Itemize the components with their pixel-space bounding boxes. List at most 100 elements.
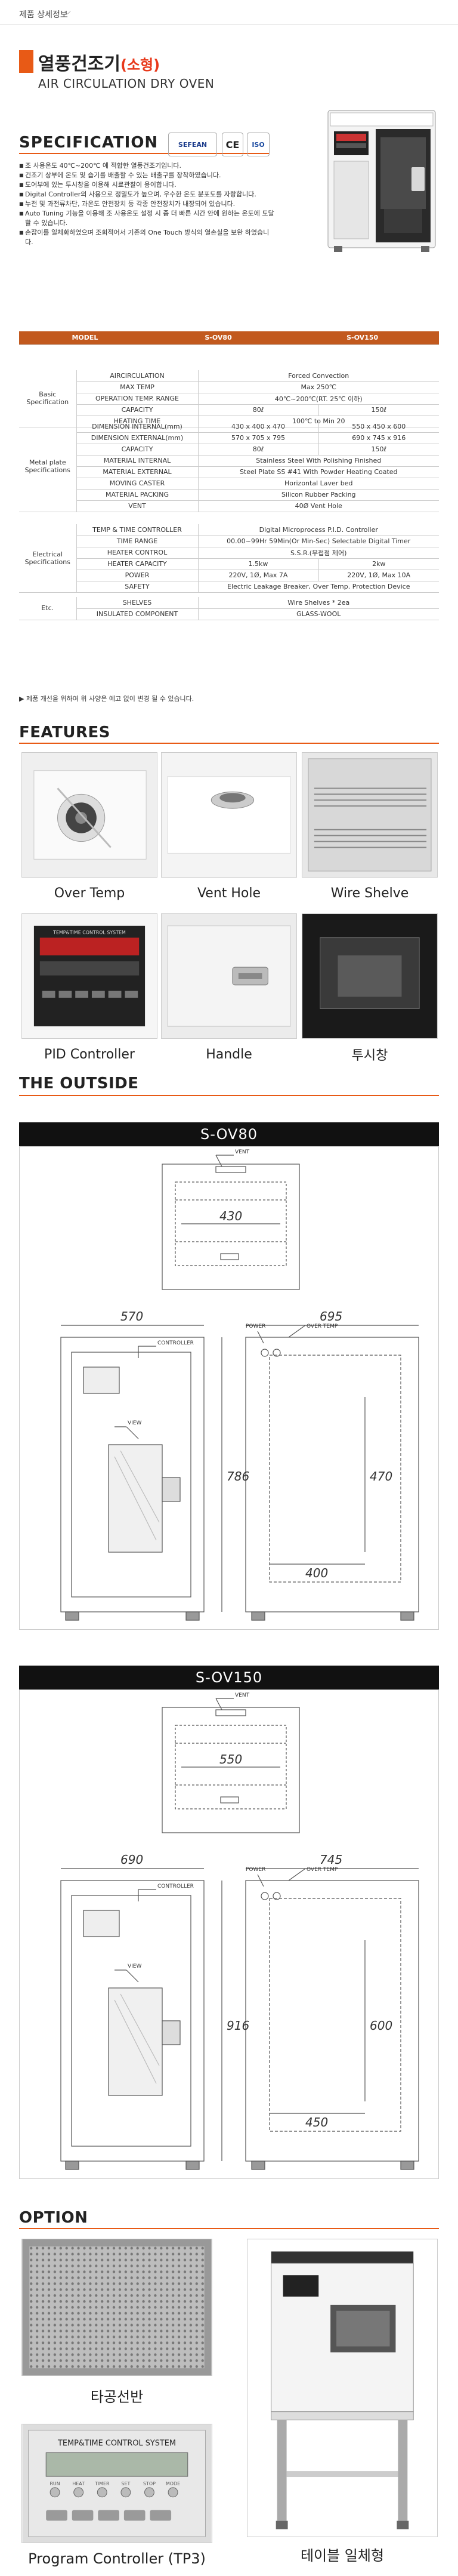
sov150-inner-depth: 450: [305, 2115, 328, 2129]
spec-row-label: MOVING CASTER: [76, 478, 199, 490]
spec-row-label: TEMP & TIME CONTROLLER: [76, 524, 199, 536]
sov80-outer-width: 570: [120, 1309, 143, 1324]
sov80-inner-width: 430: [219, 1209, 242, 1223]
spec-row-label: HEATER CONTROL: [76, 547, 199, 559]
spec-row-value: 00.00~99Hr 59Min(Or Min-Sec) Selectable …: [198, 535, 439, 547]
spec-row-value: Steel Plate SS #41 With Powder Heating C…: [198, 466, 439, 478]
product-title-korean: 열풍건조기: [38, 54, 120, 75]
outside-underline: [19, 1095, 439, 1096]
tp3-mode-label: MODE: [166, 2481, 180, 2486]
vent-hole-caption: Vent Hole: [197, 885, 261, 901]
sov150-over-temp-label: OVER TEMP: [307, 1867, 338, 1873]
perforated-shelf-caption: 타공선반: [90, 2388, 144, 2405]
specification-underline: [19, 153, 270, 154]
spec-row-label: CAPACITY: [76, 444, 199, 456]
pid-controller-image: TEMP&TIME CONTROL SYSTEM: [21, 913, 157, 1039]
spec-value-sov150: 150ℓ: [318, 444, 439, 456]
chevron-down-icon[interactable]: ⌵: [64, 7, 71, 17]
outside-heading: THE OUTSIDE: [19, 1075, 139, 1092]
product-title: 열풍건조기(소형): [38, 49, 160, 75]
sov150-inner-width: 550: [219, 1752, 242, 1766]
spec-row-label: CAPACITY: [76, 404, 199, 416]
spec-row-label: SAFETY: [76, 581, 199, 593]
spec-row-label: AIRCIRCULATION: [76, 370, 199, 382]
table-integrated-caption: 테이블 일체형: [300, 2547, 385, 2564]
spec-row-label: INSULATED COMPONENT: [76, 608, 199, 620]
sov150-height: 916: [227, 2018, 249, 2033]
spec-row-label: VENT: [76, 500, 199, 512]
spec-row-value: GLASS-WOOL: [198, 608, 439, 620]
title-accent-bar: [19, 50, 33, 73]
features-heading: FEATURES: [19, 724, 110, 741]
spec-row-label: DIMENSION EXTERNAL(mm): [76, 432, 199, 444]
sov150-power-label: POWER: [246, 1867, 265, 1873]
spec-row-label: HEATER CAPACITY: [76, 558, 199, 570]
spec-row-label: DIMENSION INTERNAL(mm): [76, 421, 199, 433]
product-detail-tab[interactable]: 제품 상세정보: [19, 10, 68, 20]
spec-value-sov80: 220V, 1Ø, Max 7A: [198, 570, 319, 581]
over-temp-caption: Over Temp: [54, 885, 125, 901]
handle-caption: Handle: [206, 1047, 252, 1062]
feature-item: Digital Controller의 사용으로 정밀도가 높으며, 우수한 온…: [19, 190, 276, 199]
sov80-depth: 695: [320, 1309, 342, 1324]
pid-panel-text: TEMP&TIME CONTROL SYSTEM: [52, 930, 126, 935]
sefean-logo: SEFEAN: [168, 133, 217, 156]
over-temp-image: [21, 752, 157, 878]
spec-value-sov80: 80ℓ: [198, 444, 319, 456]
spec-row-label: MATERIAL INTERNAL: [76, 455, 199, 467]
tp3-run-label: RUN: [49, 2481, 60, 2486]
program-controller-caption: Program Controller (TP3): [28, 2550, 206, 2567]
view-window-image: [302, 913, 438, 1039]
spec-row-value: 40℃~200℃(RT. 25℃ 이하): [198, 393, 439, 405]
spec-row-value: Forced Convection: [198, 370, 439, 382]
spec-row-label: TIME RANGE: [76, 535, 199, 547]
spec-row-label: MATERIAL PACKING: [76, 489, 199, 501]
spec-row-value: Horizontal Laver bed: [198, 478, 439, 490]
tp3-heat-label: HEAT: [72, 2481, 85, 2486]
spec-section-label: Electrical Specifications: [19, 524, 77, 593]
feature-list: 조 사용온도 40℃~200℃ 에 적합한 열풍건조기입니다. 건조기 상부에 …: [19, 161, 276, 247]
product-title-size: (소형): [120, 57, 160, 73]
spec-row-value: S.S.R.(무접점 제어): [198, 547, 439, 559]
model-bar-sov150: S-OV150: [19, 1666, 439, 1689]
feature-item: 건조기 상부에 온도 및 습기를 배출할 수 있는 배출구를 장착하였습니다.: [19, 171, 276, 180]
program-controller-image: TEMP&TIME CONTROL SYSTEM RUN HEAT TIMER …: [21, 2424, 212, 2543]
top-tab-bar: [0, 0, 458, 25]
perforated-shelf-image: [21, 2239, 212, 2376]
vent-hole-image: [161, 752, 297, 878]
sov80-power-label: POWER: [246, 1324, 265, 1329]
spec-row-value: 40Ø Vent Hole: [198, 500, 439, 512]
feature-item: 도어부에 있는 투시창을 이용해 시료관찰이 용이합니다.: [19, 180, 276, 190]
spec-section-label: Etc.: [19, 597, 77, 620]
feature-item: 누전 및 과전류차단, 과온도 안전장치 등 각종 안전장치가 내장되어 있습니…: [19, 199, 276, 209]
spec-row-value: Wire Shelves * 2ea: [198, 597, 439, 609]
spec-value-sov150: 2kw: [318, 558, 439, 570]
sov80-inner-height: 470: [370, 1469, 392, 1484]
oven-product-image: [327, 110, 436, 252]
feature-item: Auto Tuning 기능을 이용해 조 사용온도 설정 시 좀 더 빠른 시…: [19, 209, 276, 228]
spec-value-sov80: 570 x 705 x 795: [198, 432, 319, 444]
spec-section-label: Basic Specification: [19, 370, 77, 427]
spec-row-value: Digital Microprocess P.I.D. Controller: [198, 524, 439, 536]
wire-shelve-image: [302, 752, 438, 878]
spec-row-label: OPERATION TEMP. RANGE: [76, 393, 199, 405]
view-window-caption: 투시창: [351, 1048, 388, 1063]
sov80-height: 786: [227, 1469, 249, 1484]
sov150-vent-label: VENT: [235, 1692, 250, 1698]
sov80-controller-label: CONTROLLER: [157, 1340, 194, 1346]
table-integrated-image: [247, 2239, 438, 2537]
sov150-controller-label: CONTROLLER: [157, 1883, 194, 1889]
